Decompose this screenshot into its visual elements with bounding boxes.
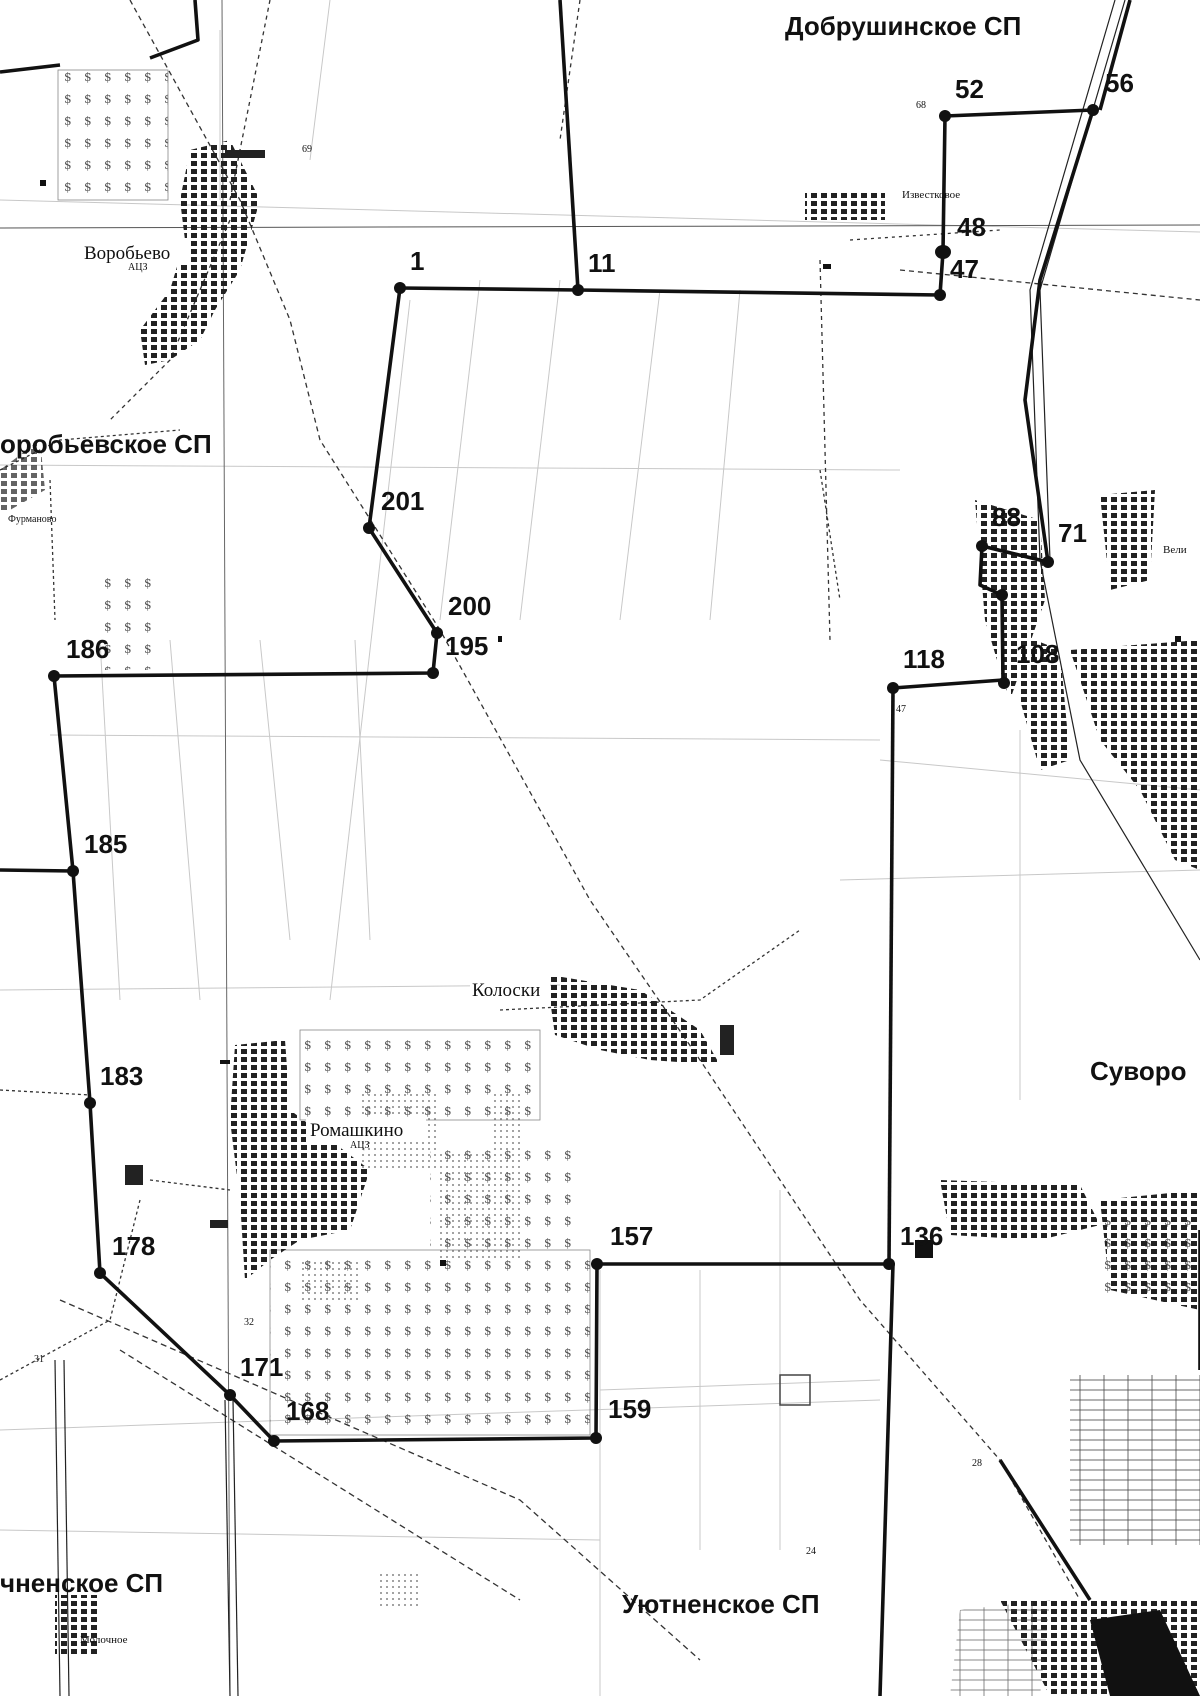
point-marker-11 (572, 284, 584, 296)
point-marker-159 (590, 1432, 602, 1444)
place-label-koloski: Колоски (472, 980, 540, 1001)
point-label-171: 171 (240, 1352, 283, 1382)
point-label-48: 48 (957, 212, 986, 242)
elevation-32: 32 (244, 1317, 254, 1328)
boundary-point-labels: 1 11 47 48 52 56 71 88 108 118 136 157 1… (66, 68, 1134, 1426)
place-label-romashkino: Ромашкино (310, 1120, 403, 1141)
map-symbols (40, 180, 1181, 1266)
point-label-56: 56 (1105, 68, 1134, 98)
point-label-1: 1 (410, 246, 424, 276)
place-label-vorobevo: Воробьево (84, 243, 170, 264)
point-label-159: 159 (608, 1394, 651, 1424)
point-marker-88 (976, 540, 988, 552)
point-label-118: 118 (903, 644, 945, 674)
point-label-88: 88 (992, 502, 1021, 532)
elevation-24: 24 (806, 1546, 816, 1557)
point-label-11: 11 (588, 248, 616, 278)
point-marker-71 (1042, 556, 1054, 568)
boundary-point-markers (48, 104, 1099, 1447)
point-marker-157 (591, 1258, 603, 1270)
point-marker-168 (268, 1435, 280, 1447)
point-label-195: 195 (445, 631, 488, 661)
point-marker-1 (394, 282, 406, 294)
point-marker-108-top (996, 589, 1008, 601)
point-marker-136 (883, 1258, 895, 1270)
point-marker-118 (887, 682, 899, 694)
elevation-69: 69 (302, 144, 312, 155)
point-marker-171 (224, 1389, 236, 1401)
place-labels: Воробьево АЦЗ Известковое Фурманово Коло… (8, 189, 1187, 1646)
region-label-vorobevskoe: оробьевское СП (0, 429, 212, 459)
point-label-108: 108 (1016, 639, 1059, 669)
point-marker-185 (67, 865, 79, 877)
point-marker-200 (431, 627, 443, 639)
point-marker-47 (934, 289, 946, 301)
place-sublabel-romashkino: АЦЗ (350, 1140, 369, 1151)
place-label-furmanovo: Фурманово (8, 514, 56, 525)
elevation-28: 28 (972, 1458, 982, 1469)
region-label-chnenskoe: чненское СП (0, 1568, 163, 1598)
settlements (0, 140, 1200, 1696)
point-label-168: 168 (286, 1396, 329, 1426)
point-label-178: 178 (112, 1231, 155, 1261)
point-label-200: 200 (448, 591, 491, 621)
region-label-dobrushinskoe: Добрушинское СП (785, 11, 1021, 41)
point-marker-56 (1087, 104, 1099, 116)
place-sublabel-vorobevo: АЦЗ (128, 262, 147, 273)
point-marker-183 (84, 1097, 96, 1109)
point-label-201: 201 (381, 486, 424, 516)
point-marker-195 (427, 667, 439, 679)
point-label-71: 71 (1058, 518, 1087, 548)
point-label-136: 136 (900, 1221, 943, 1251)
point-label-186: 186 (66, 634, 109, 664)
point-label-47: 47 (950, 254, 979, 284)
place-label-veli: Вели (1163, 544, 1187, 556)
elevation-47: 47 (896, 704, 906, 715)
point-marker-52 (939, 110, 951, 122)
elevation-labels: 68 69 47 32 31 28 24 (34, 100, 982, 1557)
point-label-185: 185 (84, 829, 127, 859)
point-marker-48 (935, 245, 951, 259)
elevation-31: 31 (34, 1354, 44, 1365)
point-marker-178 (94, 1267, 106, 1279)
region-labels: Добрушинское СП оробьевское СП Уютненско… (0, 11, 1187, 1619)
place-label-izvestkovoe: Известковое (902, 189, 960, 201)
point-marker-201 (363, 522, 375, 534)
point-label-157: 157 (610, 1221, 653, 1251)
point-marker-108 (998, 677, 1010, 689)
elevation-68: 68 (916, 100, 926, 111)
point-label-183: 183 (100, 1061, 143, 1091)
place-label-molochnoe: Молочное (80, 1634, 128, 1646)
point-marker-186 (48, 670, 60, 682)
point-label-52: 52 (955, 74, 984, 104)
region-label-uyutnenskoe: Уютненское СП (622, 1589, 820, 1619)
region-label-suvorov: Суворо (1090, 1056, 1187, 1086)
